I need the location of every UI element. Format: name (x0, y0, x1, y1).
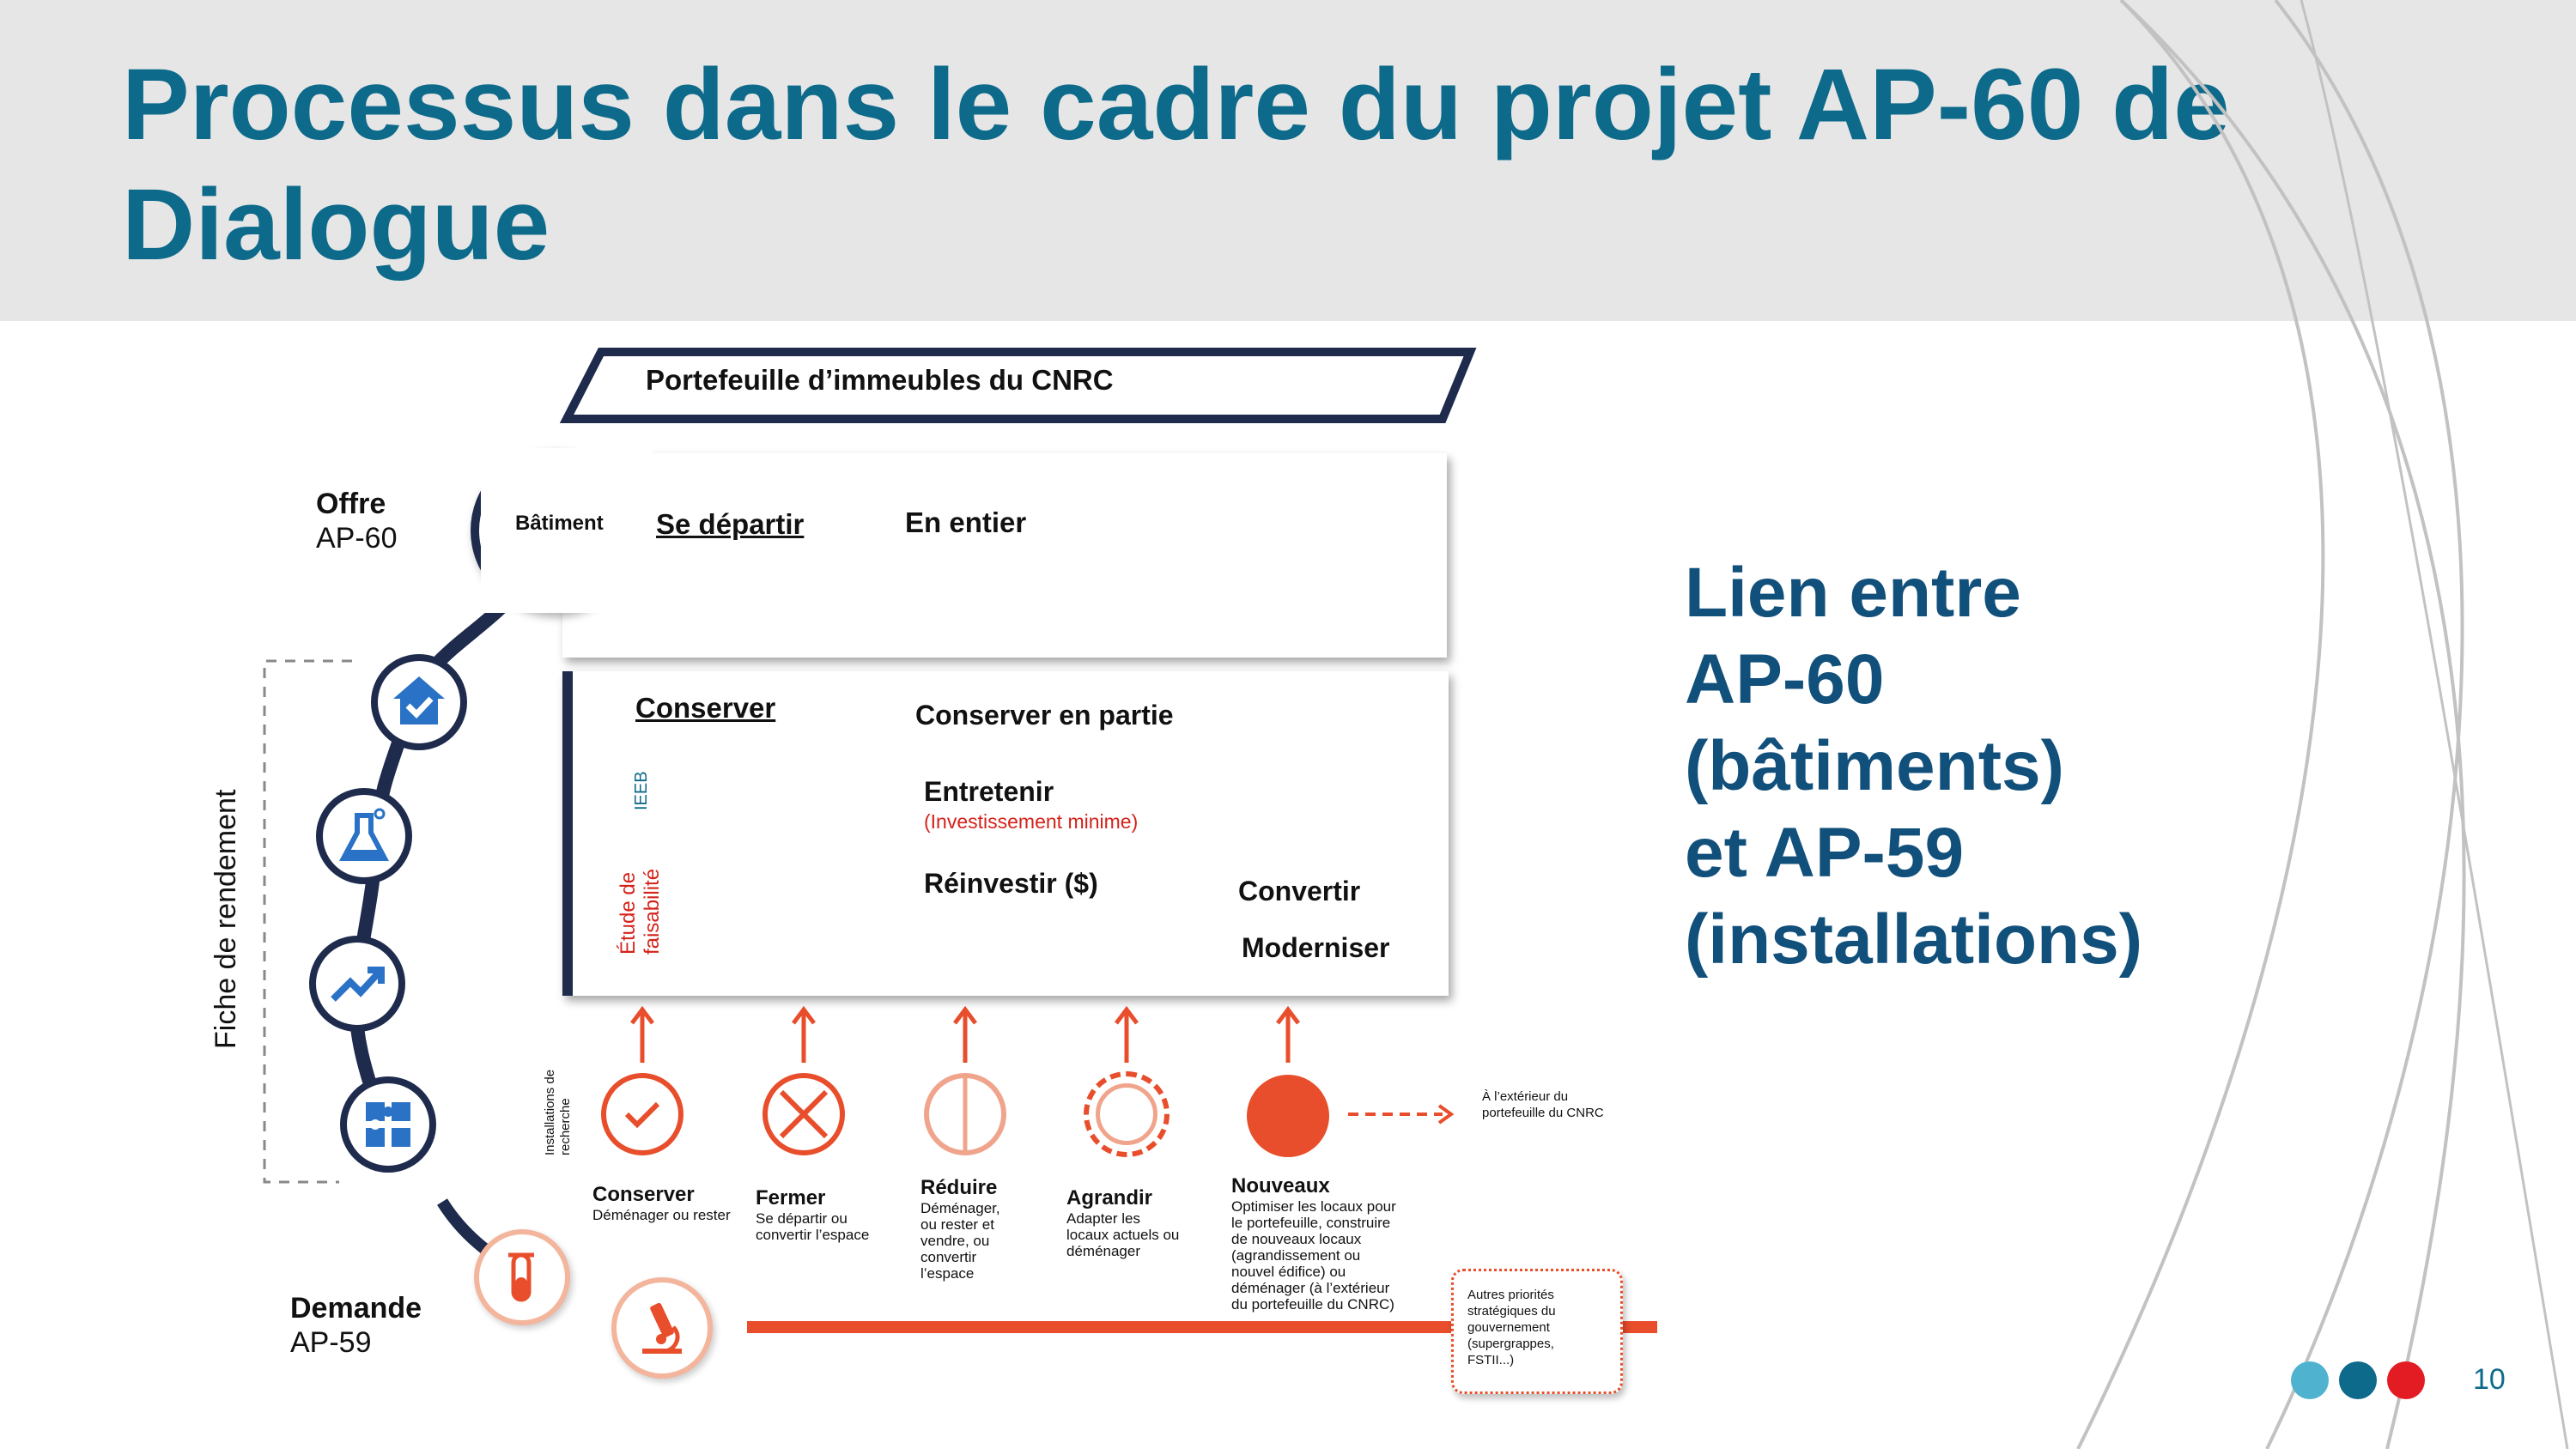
link-heading: Lien entre AP-60 (bâtiments) et AP-59 (i… (1685, 549, 2142, 983)
test-tube-icon (474, 1229, 570, 1325)
link-heading-line: et AP-59 (1685, 814, 1965, 892)
split-circle-icon (924, 1073, 1006, 1155)
divest-label: Se départir (656, 508, 805, 540)
ieeb-label: IEEB (632, 771, 651, 810)
divest-panel (562, 453, 1447, 658)
demand-code: AP-59 (290, 1326, 372, 1359)
keep-convert: Convertir (1238, 876, 1361, 906)
expand-circle-icon (1084, 1071, 1170, 1157)
action-nouveaux: Nouveaux Optimiser les locaux pour le po… (1231, 1174, 1429, 1313)
keep-maintain: Entretenir (924, 776, 1054, 807)
link-heading-line: (installations) (1685, 900, 2143, 979)
performance-sheet-label: Fiche de rendement (210, 789, 242, 1049)
action-desc-line: locaux actuels ou (1066, 1227, 1180, 1243)
action-desc-line: le portefeuille, construire (1231, 1215, 1391, 1231)
feasibility-label: Étude de faisabilité (617, 868, 664, 955)
page-title: Processus dans le cadre du projet AP-60 … (122, 48, 2230, 282)
action-desc-line: convertir l’espace (756, 1227, 870, 1243)
research-facilities-label: Installations de recherche (543, 1069, 573, 1155)
keep-reinvest: Réinvestir ($) (924, 868, 1098, 899)
divest-result: En entier (905, 506, 1027, 538)
priority-line: Autres priorités (1467, 1288, 1554, 1302)
x-circle-icon (762, 1073, 845, 1155)
action-desc-line: du portefeuille du CNRC) (1231, 1296, 1394, 1313)
action-fermer: Fermer Se départir ou convertir l’espace (756, 1186, 910, 1243)
action-desc-line: (agrandissement ou (1231, 1247, 1361, 1264)
action-title: Conserver (592, 1183, 695, 1206)
footer-dot-2 (2339, 1361, 2377, 1399)
action-desc-line: Se départir ou (756, 1210, 848, 1227)
action-desc-line: ou rester et (920, 1216, 994, 1233)
offer-code: AP-60 (316, 522, 398, 555)
action-conserver: Conserver Déménager ou rester (592, 1183, 747, 1223)
priority-line: stratégiques du (1467, 1304, 1556, 1319)
action-desc-line: Déménager, (920, 1200, 1000, 1216)
action-agrandir: Agrandir Adapter les locaux actuels ou d… (1066, 1186, 1204, 1259)
keep-maintain-note: (Investissement minime) (924, 810, 1139, 833)
priority-line: FSTII...) (1467, 1353, 1515, 1367)
action-title: Fermer (756, 1186, 826, 1210)
keep-modernize: Moderniser (1242, 932, 1390, 963)
action-desc-line: convertir (920, 1249, 977, 1265)
action-title: Réduire (920, 1176, 998, 1199)
trend-up-icon (309, 936, 405, 1032)
new-circle-icon (1247, 1075, 1329, 1157)
action-desc-line: l’espace (920, 1265, 975, 1282)
priority-line: gouvernement (1467, 1320, 1550, 1335)
action-title: Nouveaux (1231, 1174, 1330, 1197)
footer-dot-1 (2291, 1361, 2329, 1399)
footer-dot-3 (2387, 1361, 2425, 1399)
action-reduire: Réduire Déménager, ou rester et vendre, … (920, 1176, 1049, 1282)
microscope-icon (611, 1277, 713, 1379)
keep-label: Conserver (635, 692, 776, 724)
building-badge-cover (481, 448, 653, 613)
keep-panel (562, 671, 1449, 996)
link-heading-line: AP-60 (1685, 640, 1885, 718)
action-desc-line: Déménager ou rester (592, 1207, 731, 1223)
building-label: Bâtiment (515, 512, 604, 535)
action-desc-line: déménager (1066, 1243, 1141, 1259)
link-heading-line: Lien entre (1685, 554, 2021, 632)
keep-partial: Conserver en partie (915, 700, 1174, 731)
other-priorities-box: Autres priorités stratégiques du gouvern… (1451, 1269, 1623, 1394)
outside-portfolio-note: À l’extérieur du portefeuille du CNRC (1482, 1088, 1654, 1121)
action-title: Agrandir (1066, 1186, 1153, 1210)
note-line: À l’extérieur du (1482, 1089, 1569, 1104)
title-bar (0, 0, 2576, 321)
house-check-icon (371, 654, 467, 750)
action-desc-line: Adapter les (1066, 1210, 1140, 1227)
check-circle-icon (601, 1073, 683, 1155)
page-number: 10 (2473, 1363, 2506, 1396)
priority-line: (supergrappes, (1467, 1337, 1554, 1351)
action-desc-line: nouvel édifice) ou (1231, 1264, 1346, 1280)
note-line: portefeuille du CNRC (1482, 1106, 1604, 1120)
offer-label: Offre (316, 488, 386, 520)
action-desc-line: vendre, ou (920, 1233, 990, 1249)
link-heading-line: (bâtiments) (1685, 727, 2064, 805)
portfolio-banner: Portefeuille d’immeubles du CNRC (646, 364, 1114, 396)
flask-icon (316, 788, 412, 884)
action-desc-line: Optimiser les locaux pour (1231, 1198, 1396, 1215)
puzzle-icon (340, 1076, 436, 1173)
action-desc-line: de nouveaux locaux (1231, 1231, 1362, 1247)
demand-label: Demande (290, 1292, 422, 1325)
action-desc-line: déménager (à l’extérieur (1231, 1280, 1390, 1296)
